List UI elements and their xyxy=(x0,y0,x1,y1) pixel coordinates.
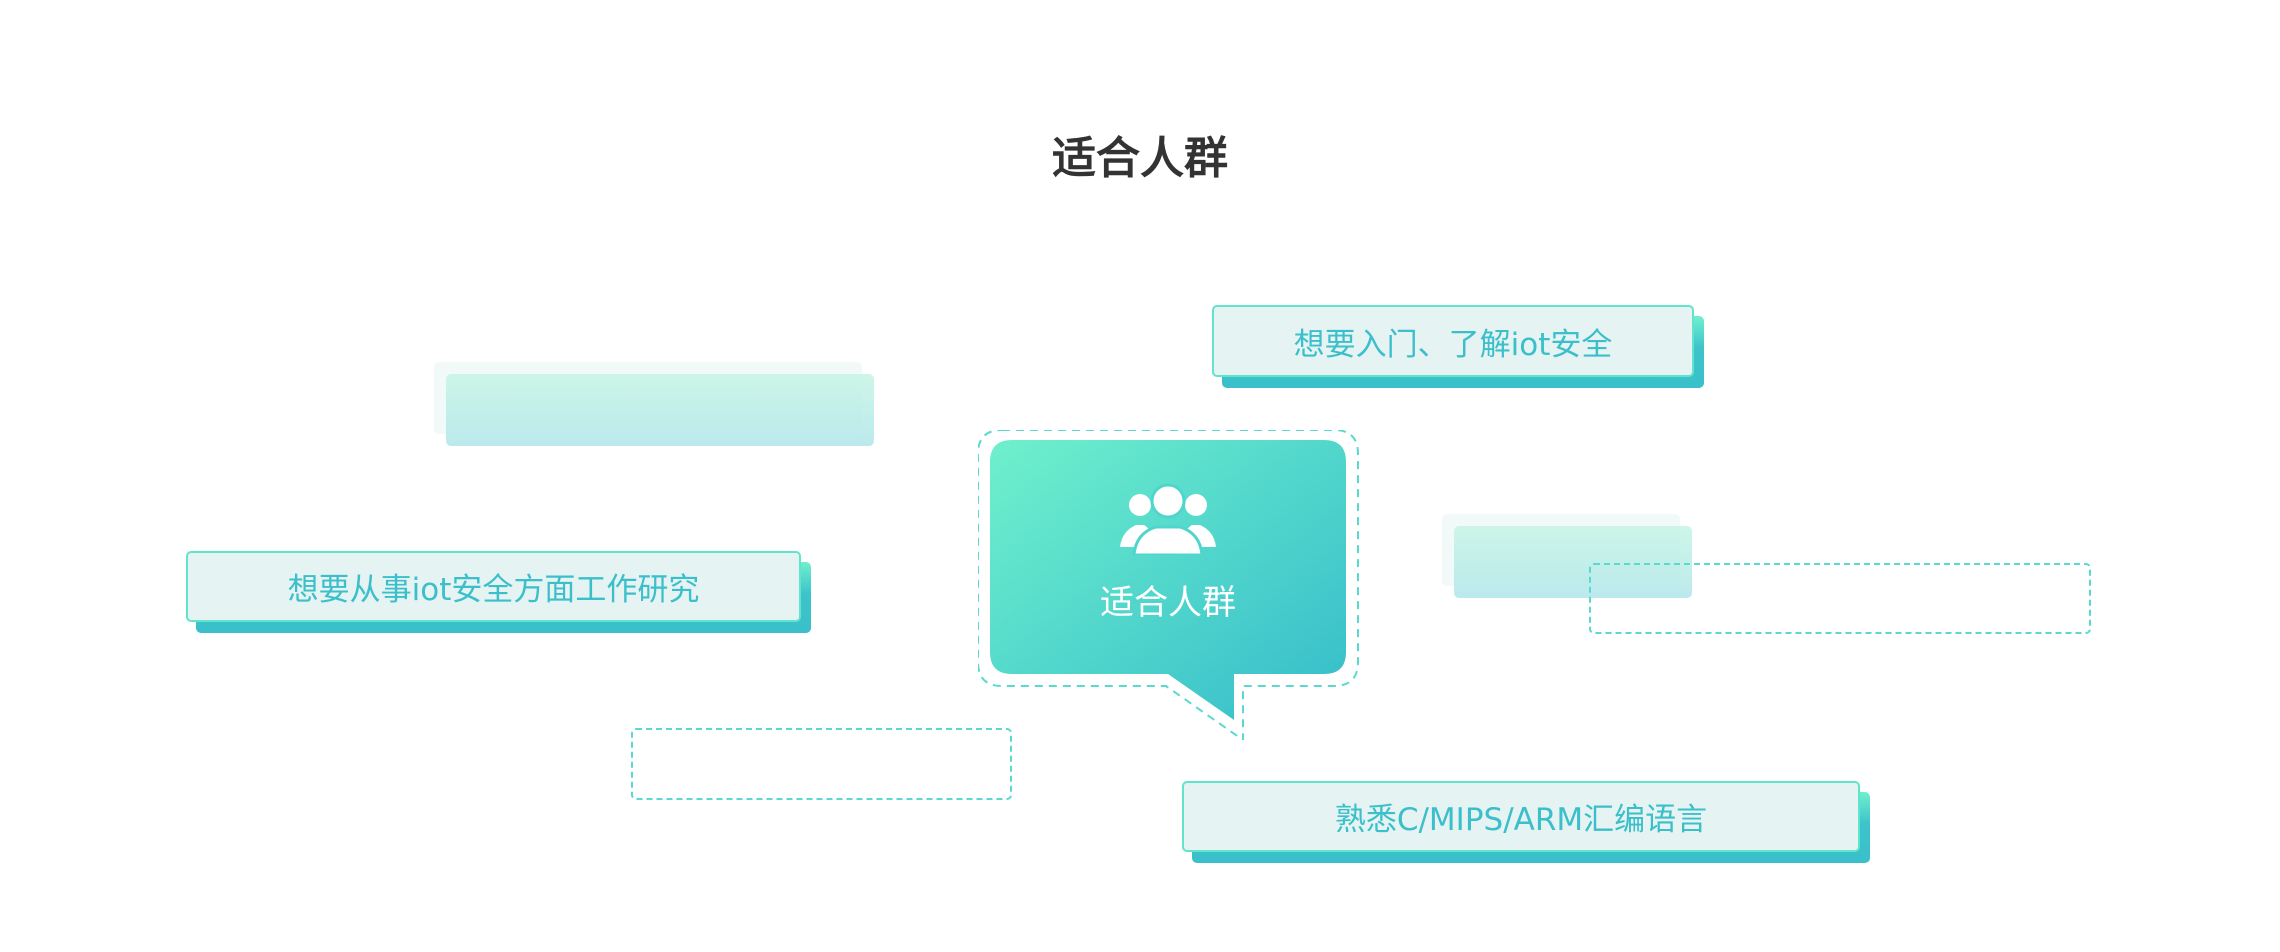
audience-card-beginner: 想要入门、了解iot安全 xyxy=(1212,305,1704,388)
audience-card-career: 想要从事iot安全方面工作研究 xyxy=(186,551,811,633)
audience-card-label: 熟悉C/MIPS/ARM汇编语言 xyxy=(1182,781,1860,852)
section-title: 适合人群 xyxy=(1052,133,1228,184)
decorative-dashed-frame xyxy=(631,728,1012,800)
audience-card-label: 想要从事iot安全方面工作研究 xyxy=(186,551,801,622)
speech-bubble xyxy=(978,430,1359,740)
audience-card-label: 想要入门、了解iot安全 xyxy=(1212,305,1694,377)
decorative-ghost-card xyxy=(434,362,874,446)
bubble-label: 适合人群 xyxy=(1100,583,1236,623)
decorative-ghost-card xyxy=(1442,514,1692,598)
audience-card-assembly: 熟悉C/MIPS/ARM汇编语言 xyxy=(1182,781,1870,863)
people-group-icon xyxy=(1120,483,1216,555)
decorative-dashed-frame xyxy=(1589,563,2091,634)
